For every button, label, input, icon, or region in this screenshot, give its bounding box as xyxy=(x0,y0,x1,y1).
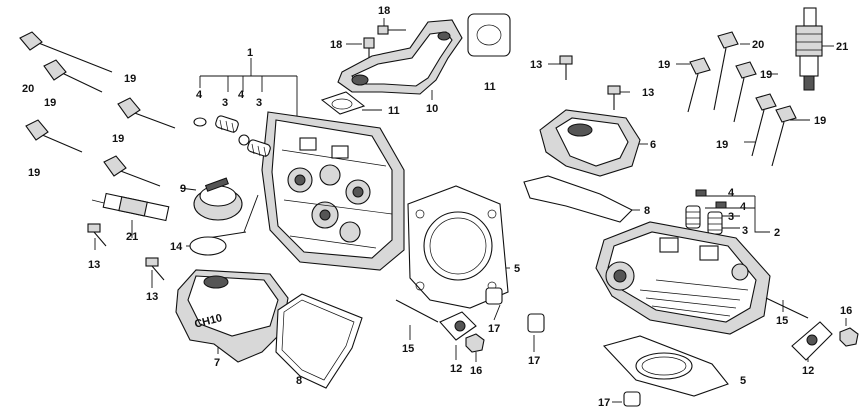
callout-19: 19 xyxy=(760,69,772,81)
callout-13: 13 xyxy=(88,259,100,271)
bolt-19-right-d xyxy=(771,105,797,167)
head-gasket-rear xyxy=(602,335,729,397)
bolt-19-right-a xyxy=(687,57,711,113)
bolt-long-19a xyxy=(43,59,103,93)
bolt-20-right xyxy=(713,31,739,111)
bolt-13-left-a xyxy=(87,223,107,247)
callout-12: 12 xyxy=(802,365,814,377)
bolt-19d xyxy=(103,155,161,187)
flange-nut-front xyxy=(465,333,485,353)
head-cover-gasket-front xyxy=(275,293,363,389)
callout-14: 14 xyxy=(170,241,183,253)
callout-19: 19 xyxy=(44,97,56,109)
bolt-19b xyxy=(117,97,176,129)
valve-cotter-4d xyxy=(715,201,727,209)
callout-4: 4 xyxy=(728,187,735,199)
valve-spring-3c xyxy=(685,205,701,229)
exhaust-gasket-front xyxy=(439,311,477,341)
callout-4: 4 xyxy=(196,89,203,101)
valve-cotter-4a xyxy=(193,117,207,127)
callout-19: 19 xyxy=(716,139,728,151)
stud-bolt-front xyxy=(395,299,439,323)
callout-20: 20 xyxy=(22,83,34,95)
callout-1: 1 xyxy=(247,47,253,59)
valve-spring-3a xyxy=(215,115,239,134)
callout-19: 19 xyxy=(124,73,136,85)
callout-4: 4 xyxy=(238,89,245,101)
callout-21: 21 xyxy=(126,231,138,243)
callout-7: 7 xyxy=(214,357,220,369)
callout-5: 5 xyxy=(740,375,746,387)
bolt-19c xyxy=(25,119,83,153)
callout-17: 17 xyxy=(528,355,540,367)
spark-plug-left xyxy=(91,192,170,222)
spark-plug-right xyxy=(795,7,823,91)
bolt-13-upper xyxy=(559,55,573,80)
callout-12: 12 xyxy=(450,363,462,375)
callout-20: 20 xyxy=(752,39,764,51)
head-cover-rear xyxy=(539,109,641,177)
manifold-gasket-small xyxy=(320,91,366,115)
dowel-pin-c xyxy=(623,391,641,407)
bolt-13-left-b xyxy=(145,257,165,281)
callout-3: 3 xyxy=(222,97,228,109)
callout-3: 3 xyxy=(728,211,734,223)
bolt-19-right-b xyxy=(733,61,757,123)
manifold-gasket-upper xyxy=(467,13,511,57)
callout-2: 2 xyxy=(774,227,780,239)
callout-8: 8 xyxy=(296,375,302,387)
oil-filler-cap xyxy=(193,177,243,221)
dowel-pin-b xyxy=(527,313,545,333)
callout-17: 17 xyxy=(488,323,500,335)
callout-19: 19 xyxy=(112,133,124,145)
head-cover-front: CH10 xyxy=(175,269,289,363)
callout-6: 6 xyxy=(650,139,656,151)
callout-11: 11 xyxy=(484,81,496,93)
callout-15: 15 xyxy=(776,315,788,327)
callout-21: 21 xyxy=(836,41,848,53)
valve-cotter-4b xyxy=(238,134,250,146)
callout-4: 4 xyxy=(740,201,747,213)
callout-11: 11 xyxy=(388,105,400,117)
callout-3: 3 xyxy=(742,225,748,237)
cylinder-head-front xyxy=(261,111,405,271)
callout-10: 10 xyxy=(426,103,438,115)
callout-17: 17 xyxy=(598,397,610,409)
callout-labels: 1 2 3 3 3 3 4 4 4 4 5 5 6 7 8 8 9 10 11 … xyxy=(22,5,852,409)
callout-18: 18 xyxy=(378,5,390,17)
bolt-long-20 xyxy=(19,31,113,73)
stud-bolt-rear xyxy=(765,297,809,319)
cylinder-head-rear xyxy=(595,221,771,335)
callout-19: 19 xyxy=(814,115,826,127)
valve-spring-3d xyxy=(707,211,723,235)
valve-cotter-4c xyxy=(695,189,707,197)
callout-9: 9 xyxy=(180,183,186,195)
head-cover-gasket-rear xyxy=(523,175,633,223)
callout-8: 8 xyxy=(644,205,650,217)
flange-nut-rear xyxy=(839,327,859,347)
dowel-pin-a xyxy=(485,287,503,305)
callout-3: 3 xyxy=(256,97,262,109)
callout-15: 15 xyxy=(402,343,414,355)
intake-manifold xyxy=(337,19,463,95)
callout-19: 19 xyxy=(28,167,40,179)
valve-spring-3b xyxy=(247,139,271,158)
callout-16: 16 xyxy=(840,305,852,317)
head-gasket-front xyxy=(407,185,509,309)
callout-18: 18 xyxy=(330,39,342,51)
bolt-19-right-c xyxy=(751,93,777,157)
bolt-13-mid xyxy=(607,85,621,110)
bolt-18a xyxy=(377,25,406,35)
o-ring xyxy=(189,236,227,256)
callout-13: 13 xyxy=(642,87,654,99)
callout-13: 13 xyxy=(146,291,158,303)
exhaust-gasket-rear xyxy=(791,321,833,361)
callout-16: 16 xyxy=(470,365,482,377)
callout-5: 5 xyxy=(514,263,520,275)
callout-19: 19 xyxy=(658,59,670,71)
callout-13: 13 xyxy=(530,59,542,71)
